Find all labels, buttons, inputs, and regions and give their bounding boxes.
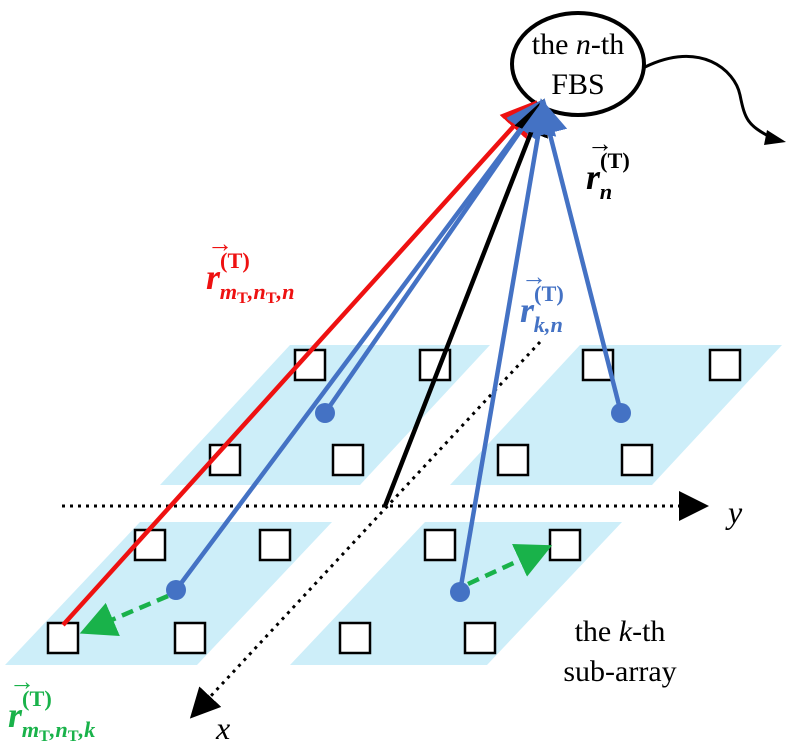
antenna-element [338,621,372,655]
antenna-element [423,528,457,562]
fbs-label-line2: FBS [551,68,605,101]
fbs-label: the n-th FBS [518,25,638,105]
antenna-element [331,443,365,477]
antenna-element [708,348,742,382]
vector-label-r-mT-nT-k-T2: T [67,728,79,746]
antenna-element [496,443,530,477]
subarray-label: the k-th sub-array [545,612,695,692]
fbs-trajectory [644,54,771,139]
antenna-element [46,621,80,655]
green-vector-left [79,593,169,637]
fbs-trajectory-arrowhead [764,130,786,145]
vector-label-r-kn: →r(T)k,n [520,262,564,338]
subarray-reference-point [450,582,470,602]
red-vector [61,100,538,627]
vector-label-r-mT-nT-n-T2: T [265,290,277,308]
vector-label-r-mT-nT-n: →r(T)mT,nT,n [206,229,295,308]
fbs-node [510,11,646,117]
antenna-element [173,621,207,655]
x-axis-label: x [216,710,231,746]
fbs-label-suffix: -th [590,28,625,61]
subarray-reference-point [166,580,186,600]
subarray-label-line2: sub-array [563,655,677,688]
blue-vector-bottom-left [174,99,543,592]
antenna-element [133,528,167,562]
subarray-reference-point [315,403,335,423]
subarray-reference-point [611,403,631,423]
subarray-label-suffix: -th [632,615,666,648]
blue-vector-bottom-right [457,98,557,593]
green-vector-right [467,543,553,587]
antenna-element [548,528,582,562]
antenna-element [620,443,654,477]
blue-vector-top-right [532,98,624,414]
antenna-element [258,528,292,562]
black-vector [382,98,548,507]
subarray-label-index: k [618,615,633,648]
subarray-label-prefix: the [574,615,619,648]
antenna-element [463,621,497,655]
vector-label-r-mT-nT-k: →r(T)mT,nT,k [8,667,96,746]
fbs-label-index: n [575,28,591,61]
y-axis-label: y [728,494,743,530]
vector-label-r-n: →r(T)n [586,129,630,205]
fbs-label-prefix: the [531,28,576,61]
